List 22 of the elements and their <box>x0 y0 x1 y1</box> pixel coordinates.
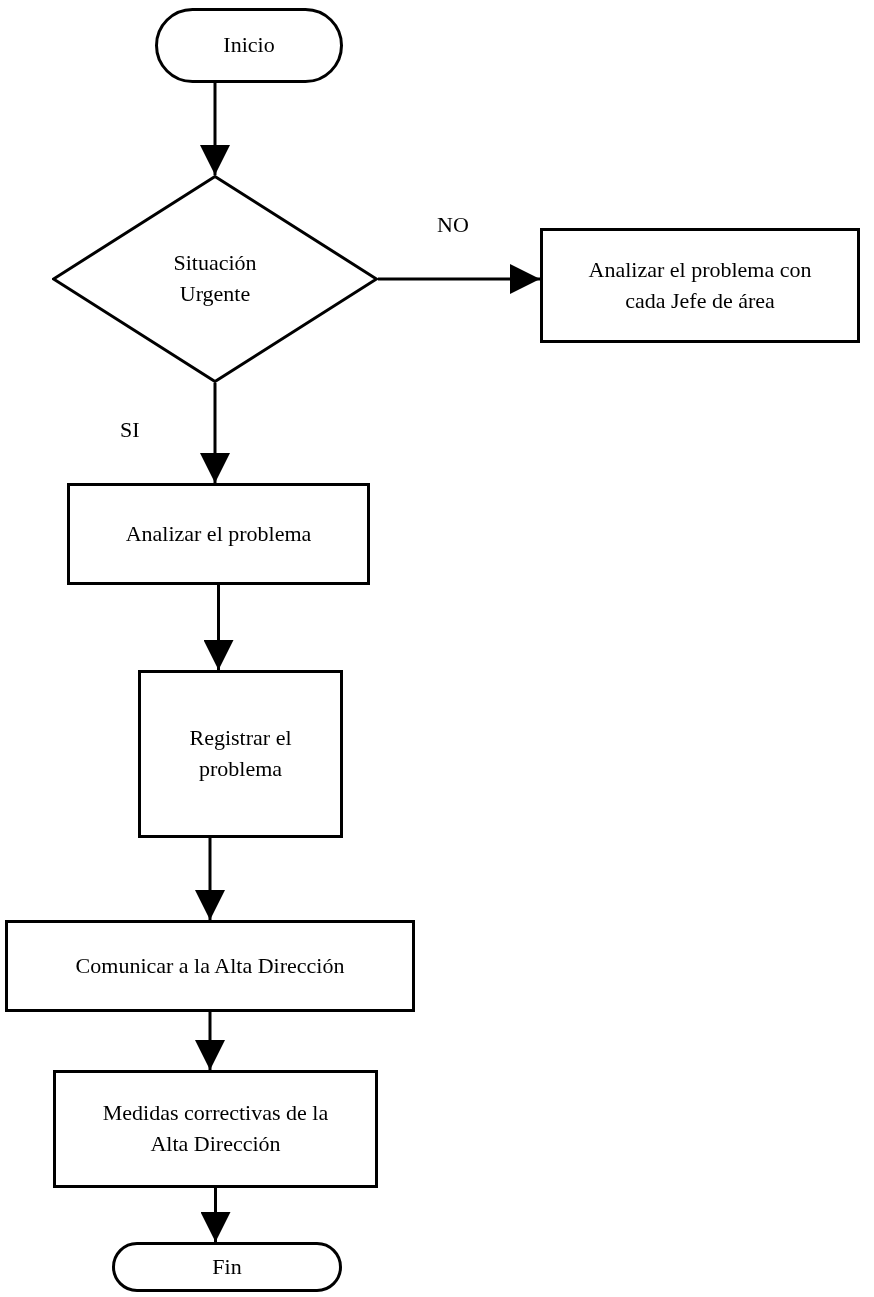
terminator-shape <box>112 1242 342 1292</box>
node-text: Medidas correctivas de la Alta Dirección <box>101 1099 330 1158</box>
arrow <box>200 383 230 483</box>
node-text: Registrar el problema <box>188 724 293 783</box>
node-text: Analizar el problema con cada Jefe de área <box>587 255 813 315</box>
node-text: Situación Urgente <box>172 249 258 308</box>
node-text: Inicio <box>222 31 276 60</box>
node-text: Analizar el problema <box>124 519 313 548</box>
arrow <box>378 264 540 294</box>
node-text: Comunicar a la Alta Dirección <box>74 951 346 980</box>
arrow <box>195 838 225 920</box>
process-box <box>138 670 343 838</box>
arrow <box>195 1012 225 1070</box>
process-box <box>5 920 415 1012</box>
node-text: Fin <box>211 1252 243 1281</box>
arrow <box>200 83 230 175</box>
process-box <box>67 483 370 585</box>
arrow <box>200 1188 231 1242</box>
arrow <box>203 585 234 670</box>
decision-diamond <box>52 175 378 383</box>
process-box <box>53 1070 378 1188</box>
process-box <box>540 228 860 343</box>
